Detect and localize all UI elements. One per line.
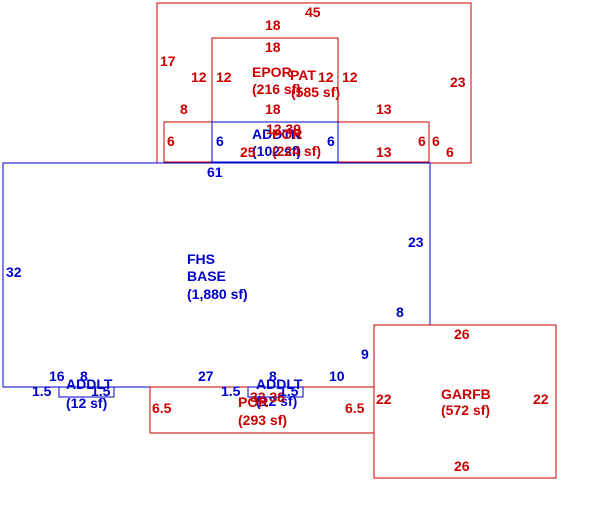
base-name: BASE bbox=[187, 268, 226, 284]
dim-por-top-right-b: 6 bbox=[432, 133, 440, 149]
dim-pat-right: 23 bbox=[450, 74, 466, 90]
dim-base-top: 61 bbox=[207, 164, 223, 180]
addlt-left-outline bbox=[58, 386, 115, 398]
epor-code: EPOR bbox=[252, 64, 292, 80]
dim-addtn-top-overlap: 12 39 bbox=[266, 121, 301, 137]
addlt-mid-outline bbox=[247, 386, 304, 398]
addtn-top-code: ADDTN bbox=[252, 126, 301, 142]
dim-addlt-left-w2: 8 bbox=[80, 368, 88, 384]
dim-epor-right-inner: 12 bbox=[318, 69, 334, 85]
dim-garfb-bottom: 26 bbox=[454, 458, 470, 474]
garfb-area: (572 sf) bbox=[441, 402, 490, 418]
dim-por-top-inner-right: 6 bbox=[327, 133, 335, 149]
dim-base-left: 32 bbox=[6, 264, 22, 280]
dim-pat-top: 45 bbox=[305, 4, 321, 20]
dim-epor-left-outer: 12 bbox=[191, 69, 207, 85]
addtn-top-outline bbox=[211, 121, 339, 163]
dim-base-step: 8 bbox=[396, 304, 404, 320]
por-top-area: (224 sf) bbox=[272, 143, 321, 159]
addtn-top-area: (102 sf) bbox=[252, 143, 301, 159]
por-bottom-code: POR bbox=[238, 394, 268, 410]
dim-base-bottom-mid: 27 bbox=[198, 368, 214, 384]
addlt-mid-area: (12 sf) bbox=[256, 393, 297, 409]
dim-epor-bottom: 18 bbox=[265, 101, 281, 117]
dim-garfb-right: 22 bbox=[533, 391, 549, 407]
base-area: (1,880 sf) bbox=[187, 286, 248, 302]
dim-por-bottom-left: 6.5 bbox=[152, 400, 172, 416]
addlt-left-code: ADDLT bbox=[66, 376, 113, 392]
addlt-mid-code: ADDLT bbox=[256, 376, 303, 392]
pat-area: (585 sf) bbox=[291, 84, 340, 100]
base-code: FHS bbox=[187, 251, 215, 267]
dim-por-top-inner-left: 6 bbox=[216, 133, 224, 149]
dim-epor-right-outer: 12 bbox=[342, 69, 358, 85]
dim-base-right: 23 bbox=[408, 234, 424, 250]
dim-por-top-bottom-b: 13 bbox=[376, 144, 392, 160]
dim-por-top-bottom-a: 25 bbox=[240, 144, 256, 160]
dim-addlt-mid-h: 1.5 bbox=[221, 383, 241, 399]
pat-code: PAT bbox=[290, 67, 316, 83]
por-bottom-area: (293 sf) bbox=[238, 412, 287, 428]
dim-pat-bottom-right: 13 bbox=[376, 101, 392, 117]
dim-base-bottom-right: 10 bbox=[329, 368, 345, 384]
dim-addlt-mid-w: 8 bbox=[269, 368, 277, 384]
por-bottom-overlap: 32 38 bbox=[250, 389, 285, 405]
dim-addlt-mid-h2: 1.5 bbox=[279, 383, 299, 399]
dim-epor-top-inner: 18 bbox=[265, 39, 281, 55]
dim-pat-bottom-left: 8 bbox=[180, 101, 188, 117]
epor-area: (216 sf) bbox=[252, 81, 301, 97]
dim-por-top-left: 6 bbox=[167, 133, 175, 149]
dim-por-top-right-c: 6 bbox=[446, 144, 454, 160]
dim-garfb-left: 22 bbox=[376, 391, 392, 407]
dim-epor-top-outer: 18 bbox=[265, 17, 281, 33]
addlt-left-area: (12 sf) bbox=[66, 395, 107, 411]
dim-por-bottom-right: 6.5 bbox=[345, 400, 365, 416]
dim-addlt-left-h: 1.5 bbox=[32, 383, 52, 399]
dim-garfb-top: 26 bbox=[454, 326, 470, 342]
garfb-code: GARFB bbox=[441, 386, 491, 402]
dim-pat-left: 17 bbox=[160, 53, 176, 69]
dim-base-step-v: 9 bbox=[361, 346, 369, 362]
dim-addlt-left-w: 16 bbox=[49, 368, 65, 384]
dim-por-top-right-a: 6 bbox=[418, 133, 426, 149]
dim-addlt-left-h2: 1.5 bbox=[91, 383, 111, 399]
por-top-code: POR bbox=[272, 126, 302, 142]
dim-epor-left-inner: 12 bbox=[216, 69, 232, 85]
